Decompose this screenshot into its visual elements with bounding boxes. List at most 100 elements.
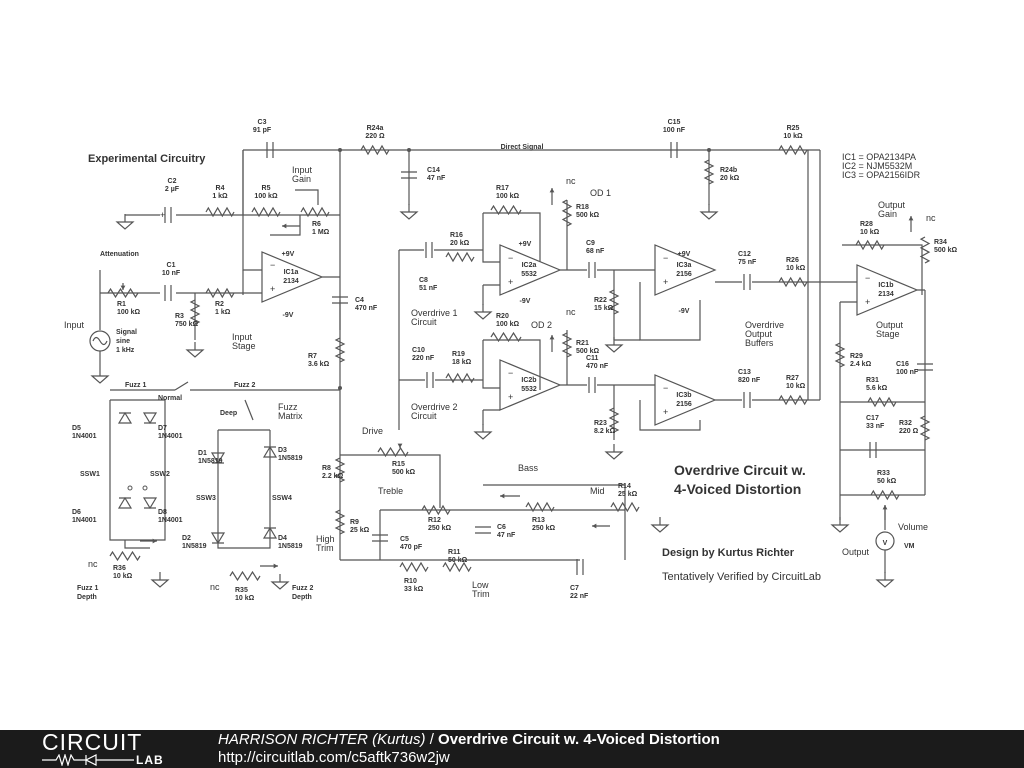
capacitor-symbol [425,242,433,258]
wire [639,281,820,341]
wire [560,330,587,386]
component-label-c1: 10 nF [162,270,181,277]
low-trim-label: Low [472,580,489,590]
component-label-c11: C11 [586,355,599,362]
opamp-name: IC2a [522,262,537,269]
output-buffers-label: Output [745,329,773,339]
supply-plus: +9V [282,251,295,258]
component-label-c4: 470 nF [355,305,378,312]
deep-label: Deep [220,410,237,417]
component-label-d5: D5 [72,425,81,432]
low-trim-label: Trim [472,589,490,599]
ground-icon [604,337,624,353]
component-label-r14: R14 [618,483,631,490]
component-label-c11: 470 nF [586,363,609,370]
component-label-c15: C15 [668,119,681,126]
component-label-r8: R8 [322,465,331,472]
component-label-r7: 3.6 kΩ [308,361,330,368]
opamp-part: 2134 [283,278,299,285]
resistor-symbol [855,239,885,251]
resistor-symbol [778,394,808,406]
output-buffers-label: Buffers [745,338,774,348]
fuzz1-depth-label: Fuzz 1 [77,585,98,592]
component-label-d7: D7 [158,425,167,432]
capacitor-symbol [743,274,751,290]
voltmeter-symbol: V [883,540,888,547]
circuit-title-line2: 4-Voiced Distortion [674,481,801,497]
component-label-r15: 500 kΩ [392,469,416,476]
author-link[interactable]: HARRISON RICHTER (Kurtus) [218,731,426,748]
circuit-url-link[interactable]: http://circuitlab.com/c5aftk736w2jw [218,749,450,766]
verification-credit: Tentatively Verified by CircuitLab [662,571,821,583]
resistor-symbol [919,415,931,441]
logo-text-circuit: CIRCUIT [42,729,143,755]
fuzz2-depth-label: Depth [292,594,312,601]
component-label-r35: 10 kΩ [235,595,255,602]
input-gain-label: Gain [292,174,311,184]
component-label-r12: R12 [428,517,441,524]
component-label-r24b: R24b [720,167,737,174]
diode-symbol [142,412,158,425]
component-label-r19: 18 kΩ [452,359,472,366]
volume-label: Volume [898,522,928,532]
resistor-symbol [107,287,139,299]
capacitor-symbol [332,296,348,304]
resistor-symbol [445,251,475,263]
resistor-symbol [561,199,573,227]
opamp-ic2b [499,359,562,411]
component-label-r28: R28 [860,221,873,228]
resistor-symbol [360,144,390,156]
component-label-r6: R6 [312,221,321,228]
component-label-r4: 1 kΩ [212,193,228,200]
arrow-head-icon [592,523,597,529]
ground-icon [473,424,493,440]
footer-heading: HARRISON RICHTER (Kurtus) / Overdrive Ci… [218,731,720,748]
fuzz-matrix-label: Matrix [278,411,303,421]
wire [217,429,271,549]
resistor-symbol [490,331,522,343]
component-label-r29: 2.4 kΩ [850,361,872,368]
capacitor-symbol [869,442,877,458]
output-stage-label: Stage [876,329,900,339]
component-label-c17: C17 [866,415,879,422]
capacitor-symbol [588,377,596,393]
component-label-d8: D8 [158,509,167,516]
component-label-r10: R10 [404,578,417,585]
component-label-r22: R22 [594,297,607,304]
wire [242,149,820,560]
switch-lever [244,399,254,421]
ground-icon [115,214,135,230]
output-buffers-label: Overdrive [745,320,784,330]
component-label-r11: 50 kΩ [448,557,468,564]
supply-plus: +9V [678,251,691,258]
switch-contact [142,485,148,491]
diode-symbol [210,452,226,465]
resistor-symbol [703,159,715,185]
circuitlab-logo[interactable]: CIRCUIT LAB [42,729,182,767]
component-label-c13: 820 nF [738,377,761,384]
wire [399,339,541,390]
component-label-r24a: R24a [367,125,384,132]
component-label-r32: R32 [899,420,912,427]
experimental-circuitry-label: Experimental Circuitry [88,153,206,165]
opamp-part: 2156 [676,271,692,278]
wire [340,454,441,508]
switch-label-ssw4: SSW4 [272,495,292,502]
signal-source-icon [89,330,111,352]
ground-icon [830,517,850,533]
overdrive2-label: Overdrive 2 [411,402,458,412]
output-gain-label: Output [878,200,906,210]
resistor-symbol [205,287,235,299]
component-label-r24b: 20 kΩ [720,175,740,182]
resistor-symbol [561,332,573,358]
component-label-r9: 25 kΩ [350,527,370,534]
component-label-r4: R4 [216,185,225,192]
od2-label: OD 2 [531,320,552,330]
component-label-r6: 1 MΩ [312,229,330,236]
component-label-r28: 10 kΩ [860,229,880,236]
arrow-head-icon [282,223,287,229]
junction-dot [407,148,411,152]
component-label-d8: 1N4001 [158,517,183,524]
ground-icon [90,368,110,384]
component-label-r24a: 220 Ω [365,133,385,140]
